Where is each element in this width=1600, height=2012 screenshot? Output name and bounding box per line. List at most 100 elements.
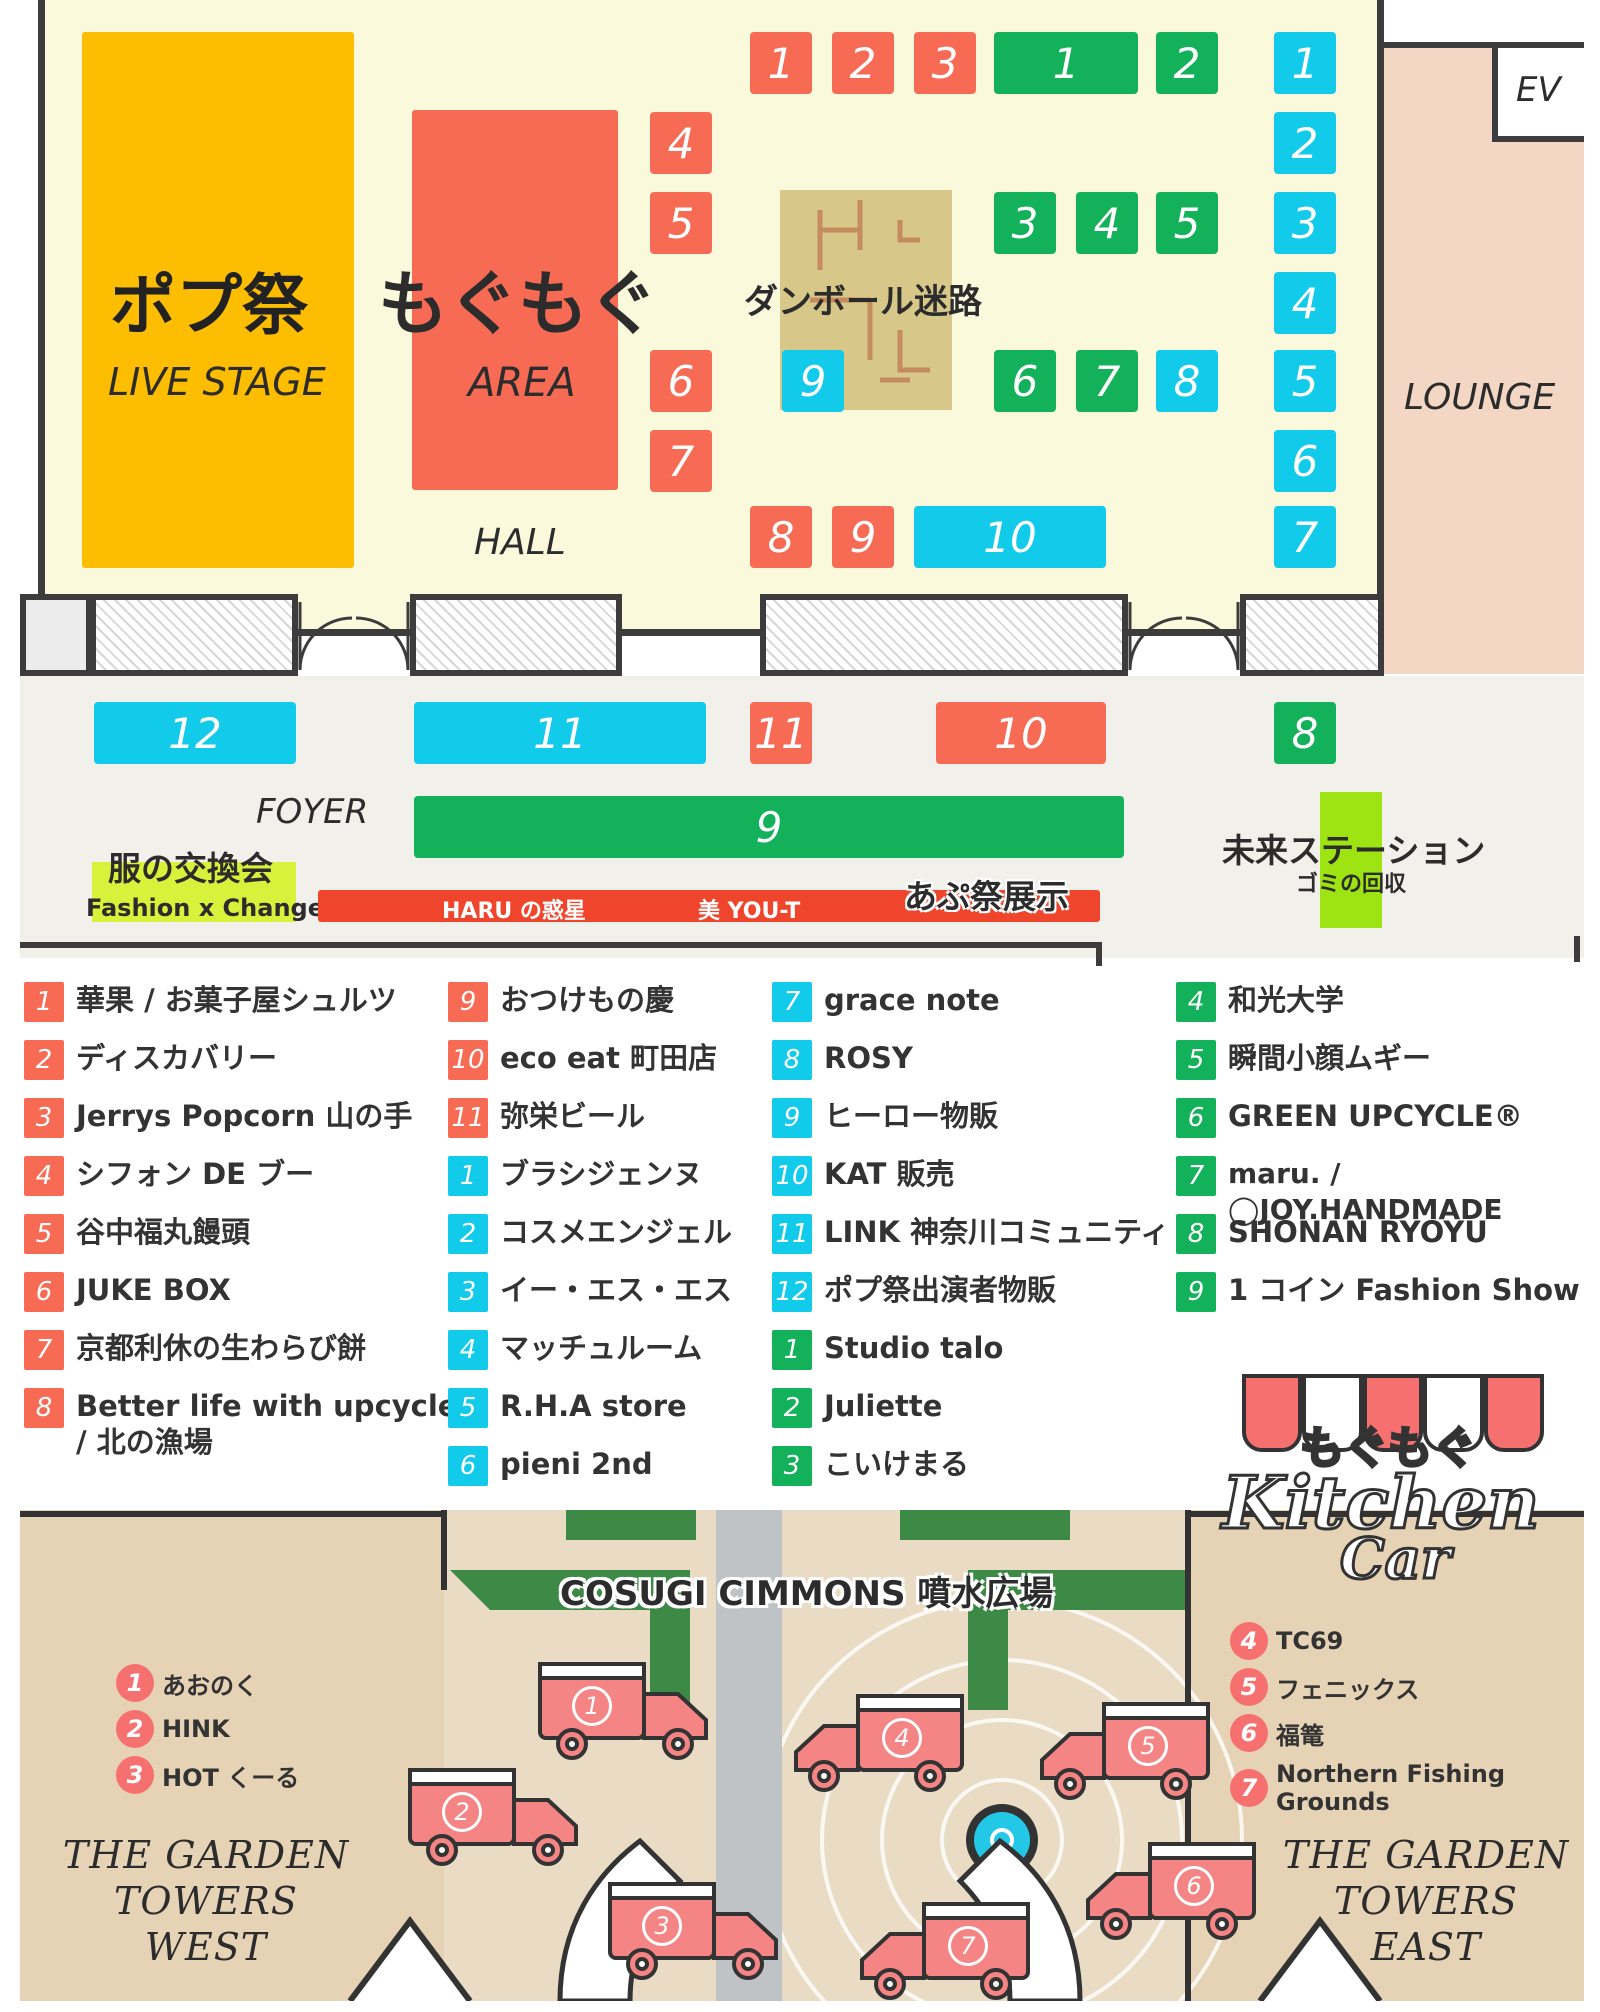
booth-red-8[interactable]: 8: [750, 506, 812, 568]
fashion-exchange-area[interactable]: [92, 862, 296, 922]
legend-name: JUKE BOX: [76, 1273, 231, 1307]
booth-red-11[interactable]: 11: [750, 702, 812, 764]
kitchen-car-truck[interactable]: 4: [790, 1692, 966, 1804]
legend-badge: 6: [24, 1272, 64, 1312]
booth-cyan-3[interactable]: 3: [1274, 192, 1336, 254]
legend-badge: 2: [448, 1214, 488, 1254]
booth-cyan-8[interactable]: 8: [1156, 350, 1218, 412]
booth-red-6[interactable]: 6: [650, 350, 712, 412]
apusai-exhibit-label: あぷ祭展示: [904, 877, 1069, 916]
booth-green-1[interactable]: 1: [994, 32, 1138, 94]
kc-name: あおのく: [162, 1671, 258, 1700]
kitchen-car-truck[interactable]: 1: [536, 1660, 712, 1772]
wall-segment: [1240, 594, 1384, 676]
kc-num: 1: [116, 1664, 154, 1702]
kitchen-car-truck[interactable]: 7: [856, 1900, 1032, 2012]
kitchen-car-truck[interactable]: 5: [1036, 1700, 1212, 1812]
truck-icon: [538, 1662, 708, 1760]
legend-badge: 1: [772, 1330, 812, 1370]
booth-red-10[interactable]: 10: [936, 702, 1106, 764]
booth-green-5[interactable]: 5: [1156, 192, 1218, 254]
legend-badge: 9: [448, 982, 488, 1022]
booth-green-6[interactable]: 6: [994, 350, 1056, 412]
awning-stripe: [1362, 1374, 1424, 1452]
booth-red-5[interactable]: 5: [650, 192, 712, 254]
booth-cyan-5[interactable]: 5: [1274, 350, 1336, 412]
booth-red-1[interactable]: 1: [750, 32, 812, 94]
mogumogu-logo: もぐもぐ: [378, 263, 658, 345]
kc-num: 4: [1230, 1622, 1268, 1660]
booth-cyan-2[interactable]: 2: [1274, 112, 1336, 174]
legend-badge: 3: [772, 1446, 812, 1486]
future-station[interactable]: [1320, 792, 1382, 928]
legend-name: ヒーロー物販: [824, 1099, 999, 1133]
booth-cyan-10[interactable]: 10: [914, 506, 1106, 568]
legend-badge: 7: [1176, 1156, 1216, 1196]
legend-name: 和光大学: [1228, 983, 1345, 1017]
truck-icon: [1086, 1842, 1256, 1940]
wall-segment: [410, 594, 622, 676]
booth-cyan-12[interactable]: 12: [94, 702, 296, 764]
booth-cyan-4[interactable]: 4: [1274, 272, 1336, 334]
booth-cyan-6[interactable]: 6: [1274, 430, 1336, 492]
booth-cyan-9[interactable]: 9: [782, 350, 844, 412]
legend-name: ポプ祭出演者物販: [824, 1273, 1057, 1307]
kitchen-car-logo-main: Kitchen: [1221, 1459, 1542, 1547]
kitchen-car-truck[interactable]: 6: [1082, 1840, 1258, 1952]
kc-num: 3: [116, 1756, 154, 1794]
truck-number: 2: [442, 1792, 482, 1832]
legend-name: GREEN UPCYCLE®: [1228, 1099, 1523, 1133]
booth-red-3[interactable]: 3: [914, 32, 976, 94]
booth-green-2[interactable]: 2: [1156, 32, 1218, 94]
door-left[interactable]: [298, 600, 410, 700]
legend-badge: 9: [1176, 1272, 1216, 1312]
legend-name: イー・エス・エス: [500, 1273, 733, 1307]
kitchen-car-truck[interactable]: 3: [606, 1880, 782, 1992]
booth-red-9[interactable]: 9: [832, 506, 894, 568]
booth-cyan-11[interactable]: 11: [414, 702, 706, 764]
ev-label: EV: [1516, 70, 1561, 110]
kc-num: 2: [116, 1710, 154, 1748]
tower-east-line1: THE GARDEN: [1282, 1833, 1570, 1877]
legend-name: 谷中福丸饅頭: [76, 1215, 251, 1249]
booth-green-9[interactable]: 9: [414, 796, 1124, 858]
truck-number: 7: [948, 1926, 988, 1966]
legend-name: Jerrys Popcorn 山の手: [76, 1099, 413, 1133]
booth-green-7[interactable]: 7: [1076, 350, 1138, 412]
booth-green-3[interactable]: 3: [994, 192, 1056, 254]
booth-red-7[interactable]: 7: [650, 430, 712, 492]
legend-badge: 2: [24, 1040, 64, 1080]
booth-red-2[interactable]: 2: [832, 32, 894, 94]
truck-number: 6: [1174, 1866, 1214, 1906]
booth-red-4[interactable]: 4: [650, 112, 712, 174]
legend-badge: 7: [24, 1330, 64, 1370]
door-right[interactable]: [1128, 600, 1240, 700]
legend-name: ブラシジェンヌ: [500, 1157, 703, 1191]
exhibit-bar[interactable]: HARU の惑星 美 YOU-T: [318, 890, 1100, 924]
mogumogu-area[interactable]: AREA: [412, 110, 618, 490]
legend-badge: 6: [1176, 1098, 1216, 1138]
maze-walls: [810, 200, 930, 383]
booth-green-8[interactable]: 8: [1274, 702, 1336, 764]
future-station-title: 未来ステーション: [1222, 831, 1486, 870]
tower-east-line2: TOWERS EAST: [1334, 1879, 1518, 1969]
booth-cyan-7[interactable]: 7: [1274, 506, 1336, 568]
booth-green-4[interactable]: 4: [1076, 192, 1138, 254]
truck-icon: [794, 1694, 964, 1792]
kitchen-car-truck[interactable]: 2: [406, 1766, 582, 1878]
legend-badge: 8: [24, 1388, 64, 1428]
live-stage[interactable]: ポプ祭 LIVE STAGE: [82, 32, 354, 568]
awning-stripe: [1483, 1374, 1545, 1452]
booth-cyan-1[interactable]: 1: [1274, 32, 1336, 94]
